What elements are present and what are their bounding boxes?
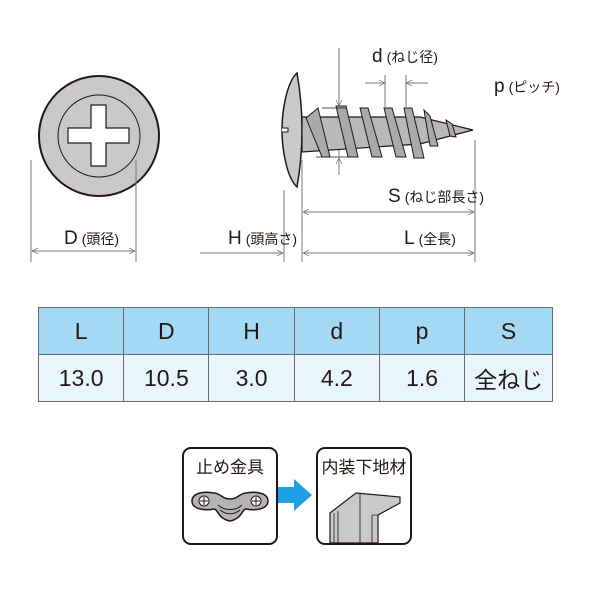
value-L: 13.0 (37, 354, 125, 402)
label-d-text: (ねじ径) (386, 49, 438, 65)
usage-substrate-label: 内装下地材 (321, 458, 407, 477)
header-d: d (293, 307, 380, 355)
header-L: L (37, 307, 125, 355)
value-D: 10.5 (123, 354, 210, 402)
spec-header-row: L D H d p S (37, 307, 553, 355)
phillips-cross (67, 104, 130, 167)
usage-substrate-box: 内装下地材 (316, 447, 412, 545)
label-D: D(頭径) (64, 228, 119, 250)
label-H-text: (頭高さ) (245, 231, 298, 247)
value-d: 4.2 (293, 354, 380, 402)
label-D-text: (頭径) (81, 231, 120, 247)
usage-fastener-label: 止め金具 (196, 458, 264, 477)
label-L-text: (全長) (418, 231, 456, 247)
header-S: S (464, 307, 553, 355)
value-p: 1.6 (378, 354, 466, 402)
label-d-symbol: d (372, 46, 383, 67)
arrow-right-icon (278, 479, 312, 511)
spec-table: L D H d p S 13.0 10.5 3.0 4.2 1.6 全ねじ (37, 307, 553, 402)
label-L-symbol: L (404, 228, 415, 249)
header-H: H (208, 307, 295, 355)
label-p: p(ピッチ) (494, 76, 560, 98)
spec-value-row: 13.0 10.5 3.0 4.2 1.6 全ねじ (37, 354, 553, 402)
screw-diagram (30, 48, 476, 262)
label-p-symbol: p (494, 76, 505, 97)
header-D: D (123, 307, 210, 355)
label-L: L(全長) (404, 228, 456, 250)
label-H-symbol: H (228, 228, 242, 249)
label-S-text: (ねじ部長さ) (404, 189, 485, 205)
steel-stud-icon (329, 492, 401, 543)
label-S-symbol: S (388, 186, 401, 207)
header-p: p (378, 307, 466, 355)
value-H: 3.0 (208, 354, 295, 402)
label-p-text: (ピッチ) (508, 79, 560, 95)
screw-head-top-view (38, 75, 160, 197)
label-H: H(頭高さ) (228, 228, 297, 250)
usage-fastener-box: 止め金具 (182, 447, 278, 545)
value-S: 全ねじ (464, 354, 553, 402)
screw-side-view (281, 71, 474, 189)
label-D-symbol: D (64, 228, 78, 249)
label-S: S(ねじ部長さ) (388, 186, 484, 208)
label-d: d(ねじ径) (372, 46, 438, 68)
fastener-bracket-icon (191, 491, 269, 522)
